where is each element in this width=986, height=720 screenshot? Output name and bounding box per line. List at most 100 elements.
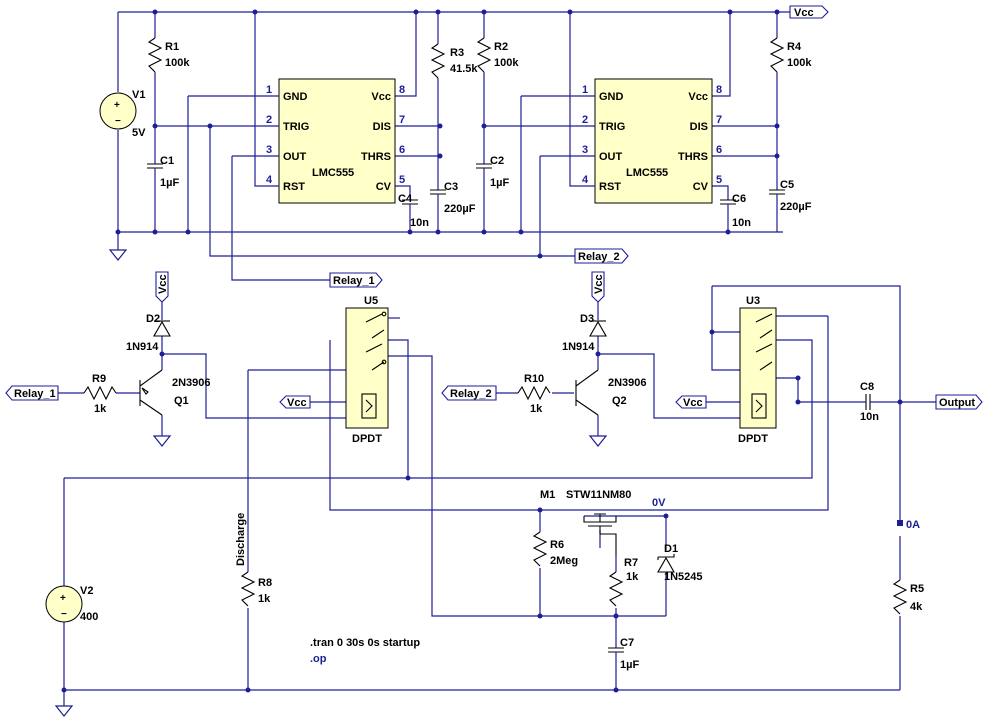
resistor-R3[interactable]: R3 41.5k: [430, 43, 478, 79]
diode-D3[interactable]: D3 1N914: [562, 313, 607, 353]
C2-name: C2: [490, 155, 504, 167]
resistor-R6[interactable]: R6 2Meg: [532, 531, 578, 567]
ic1-pin2-name: TRIG: [283, 121, 309, 133]
ic2-model: LMC555: [626, 167, 668, 179]
capacitor-C2[interactable]: C2 1µF: [476, 155, 509, 190]
net-label-relay2-in[interactable]: Relay_2: [441, 385, 497, 401]
R6-value: 2Meg: [550, 555, 578, 567]
ic1-pin3-name: OUT: [283, 151, 307, 163]
R3-value: 41.5k: [450, 63, 478, 75]
ic1-pin5-name: CV: [376, 181, 392, 193]
ic-555-right[interactable]: 1 2 3 4 GND TRIG OUT RST 8 7 6 5 Vcc DIS…: [575, 78, 722, 204]
C1-name: C1: [160, 155, 174, 167]
capacitor-C3[interactable]: C3 220µF: [430, 181, 476, 215]
resistor-R1[interactable]: R1 100k: [147, 37, 190, 73]
R5-name: R5: [910, 583, 924, 595]
svg-text:−: −: [115, 116, 121, 127]
ic2-pin5-name: CV: [693, 181, 709, 193]
D3-value: 1N914: [562, 341, 595, 353]
transistor-Q1[interactable]: 2N3906 Q1: [139, 369, 211, 416]
C2-value: 1µF: [490, 177, 509, 189]
current-probe-text: 0A: [906, 519, 920, 531]
capacitor-C7[interactable]: C7 1µF: [608, 637, 639, 671]
diode-D1[interactable]: D1 1N5245: [657, 543, 703, 583]
R4-value: 100k: [787, 57, 812, 69]
ic2-pin4-num: 4: [582, 174, 589, 186]
Q2-value: 2N3906: [608, 377, 647, 389]
ic1-pin-lines: [259, 95, 279, 187]
net-label-vcc-q2[interactable]: Vcc: [591, 271, 605, 303]
capacitor-C4[interactable]: C4 10n: [398, 193, 429, 229]
resistor-R10[interactable]: R10 1k: [517, 373, 551, 415]
ic2-pin8-name: Vcc: [688, 91, 708, 103]
tran-directive[interactable]: .tran 0 30s 0s startup: [310, 637, 420, 649]
relay-U3[interactable]: U3 DPDT: [738, 295, 777, 445]
R4-name: R4: [787, 41, 802, 53]
resistor-R8[interactable]: R8 1k: [240, 571, 272, 607]
Q2-name: Q2: [612, 395, 627, 407]
discharge-label: Discharge: [235, 513, 247, 566]
net-label-vcc-q1[interactable]: Vcc: [155, 271, 169, 303]
C4-name: C4: [398, 193, 413, 205]
net-label-output[interactable]: Output: [935, 394, 983, 410]
ic1-pin8-name: Vcc: [371, 91, 391, 103]
R7-name: R7: [624, 557, 638, 569]
vcc-q2-text: Vcc: [593, 274, 605, 294]
R9-value: 1k: [94, 403, 107, 415]
ic2-pin8-num: 8: [716, 84, 722, 96]
diode-D2[interactable]: D2 1N914: [126, 313, 171, 353]
svg-text:+: +: [114, 100, 120, 111]
R7-value: 1k: [626, 571, 639, 583]
R5-value: 4k: [910, 601, 923, 613]
capacitor-C1[interactable]: C1 1µF: [147, 155, 179, 190]
capacitor-C6[interactable]: C6 10n: [720, 193, 751, 229]
M1-name: M1: [540, 489, 555, 501]
net-label-vcc-top[interactable]: Vcc: [789, 5, 829, 19]
R1-name: R1: [165, 41, 179, 53]
source-V1[interactable]: + − V1 5V: [99, 89, 146, 139]
C6-value: 10n: [732, 217, 751, 229]
net-label-relay2-out[interactable]: Relay_2: [574, 248, 629, 264]
R1-value: 100k: [165, 57, 190, 69]
ic2-pin1-name: GND: [599, 91, 624, 103]
spice-directives[interactable]: .tran 0 30s 0s startup .op: [310, 637, 420, 665]
resistor-R2[interactable]: R2 100k: [476, 37, 519, 73]
net-label-relay1-in[interactable]: Relay_1: [5, 385, 59, 401]
R3-name: R3: [450, 47, 464, 59]
relay1-out-text: Relay_1: [333, 275, 375, 287]
net-label-relay1-out[interactable]: Relay_1: [329, 272, 383, 288]
ic2-pin6-name: THRS: [678, 151, 708, 163]
R10-value: 1k: [530, 403, 543, 415]
source-V2[interactable]: + − V2 400: [45, 585, 98, 623]
ic2-pin4-name: RST: [599, 181, 621, 193]
resistor-R4[interactable]: R4 100k: [769, 37, 812, 73]
op-directive[interactable]: .op: [310, 653, 327, 665]
transistor-Q2[interactable]: 2N3906 Q2: [575, 369, 647, 416]
resistor-R7[interactable]: R7 1k: [608, 557, 639, 607]
U5-name: U5: [364, 295, 378, 307]
C3-value: 220µF: [444, 203, 476, 215]
ic2-pin3-name: OUT: [599, 151, 623, 163]
vcc-u3-text: Vcc: [683, 397, 703, 409]
ic2-pin3-num: 3: [582, 144, 588, 156]
R6-name: R6: [550, 539, 564, 551]
mosfet-M1[interactable]: M1 STW11NM80: [540, 489, 631, 556]
capacitor-C5[interactable]: C5 220µF: [769, 179, 812, 213]
ic1-pin3-num: 3: [266, 144, 272, 156]
ic1-pin7-num: 7: [399, 114, 405, 126]
resistor-R5[interactable]: R5 4k: [892, 579, 924, 615]
ic1-pin7-name: DIS: [373, 121, 391, 133]
D1-value: 1N5245: [664, 571, 703, 583]
net-label-vcc-u5[interactable]: Vcc: [279, 395, 311, 409]
resistor-R9[interactable]: R9 1k: [83, 373, 117, 415]
V2-name: V2: [80, 585, 93, 597]
C4-value: 10n: [410, 217, 429, 229]
relay-U5[interactable]: U5 DPDT: [345, 295, 400, 445]
ic1-model: LMC555: [312, 167, 354, 179]
U3-value: DPDT: [738, 433, 768, 445]
svg-text:+: +: [60, 593, 66, 604]
capacitor-C8[interactable]: C8 10n: [860, 381, 879, 423]
net-label-vcc-u3[interactable]: Vcc: [675, 395, 707, 409]
Q1-name: Q1: [174, 395, 189, 407]
ic-555-left[interactable]: 1 2 3 4 GND TRIG OUT RST 8 7 6 5 Vcc DIS…: [259, 78, 405, 204]
